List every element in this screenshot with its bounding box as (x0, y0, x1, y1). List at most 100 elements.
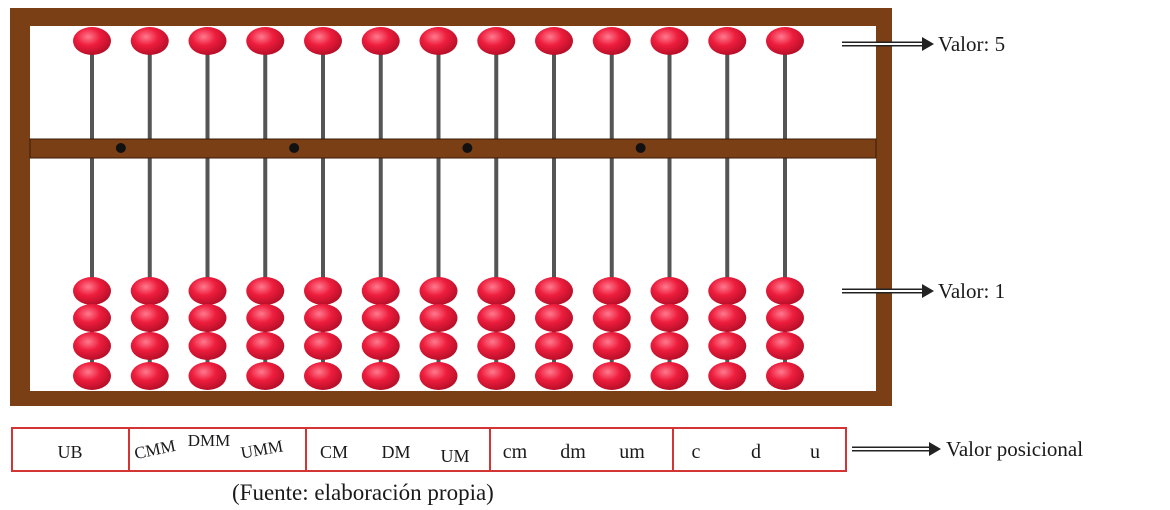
upper-bead (535, 27, 573, 55)
place-dm-upper: DM (381, 442, 410, 462)
lower-bead (592, 304, 631, 332)
lower-bead (650, 277, 689, 305)
lower-bead (361, 332, 400, 360)
lower-bead (477, 304, 516, 332)
abacus-rod (552, 30, 556, 385)
beam-dot (115, 143, 126, 153)
lower-bead (361, 362, 400, 390)
lower-bead (419, 304, 458, 332)
lower-bead (708, 304, 747, 332)
lower-bead (130, 332, 169, 360)
upper-bead (592, 27, 631, 55)
lower-bead (188, 362, 227, 390)
lower-bead (708, 362, 747, 390)
abacus-rod (667, 30, 672, 385)
upper-bead (650, 27, 689, 55)
positional-value-arrow (852, 442, 941, 456)
lower-bead (73, 304, 111, 332)
upper-bead (304, 27, 342, 55)
lower-bead (246, 304, 285, 332)
lower-bead (477, 362, 516, 390)
abacus-beam (29, 138, 877, 159)
lower-bead (188, 277, 227, 305)
upper-value-label: Valor: 5 (938, 32, 1005, 56)
lower-value-label: Valor: 1 (938, 279, 1005, 303)
abacus-rod (321, 30, 325, 385)
lower-bead (188, 332, 227, 360)
beam-dots (115, 143, 646, 153)
beam-dot (462, 143, 473, 153)
lower-bead (419, 332, 458, 360)
place-um-upper: UM (440, 446, 469, 466)
lower-bead (73, 332, 111, 360)
lower-bead (246, 277, 285, 305)
abacus-rod (263, 30, 268, 385)
lower-bead (650, 304, 689, 332)
lower-bead (361, 304, 400, 332)
source-caption: (Fuente: elaboración propia) (232, 480, 494, 505)
lower-bead (535, 304, 573, 332)
lower-value-arrow (842, 284, 934, 298)
lower-bead (246, 362, 285, 390)
lower-bead (304, 304, 342, 332)
lower-bead (73, 277, 111, 305)
lower-bead (130, 362, 169, 390)
lower-bead (304, 277, 342, 305)
place-c: c (692, 441, 701, 463)
place-umm: UMM (239, 436, 284, 462)
upper-bead (708, 27, 747, 55)
lower-bead (708, 277, 747, 305)
lower-beads (73, 277, 804, 390)
lower-bead (477, 277, 516, 305)
upper-bead (477, 27, 516, 55)
lower-bead (304, 332, 342, 360)
place-cm-lower: cm (503, 441, 528, 463)
lower-bead (130, 304, 169, 332)
lower-bead (766, 304, 804, 332)
abacus-rod (436, 30, 441, 385)
upper-bead (766, 27, 804, 55)
lower-bead (304, 362, 342, 390)
beam-dot (289, 143, 300, 153)
upper-value-arrow (842, 37, 934, 51)
positional-value-label: Valor posicional (946, 437, 1083, 461)
lower-bead (766, 277, 804, 305)
place-dm-lower: dm (560, 441, 586, 463)
place-um-lower: um (619, 441, 645, 463)
place-value-table (11, 427, 847, 472)
abacus-rod (147, 30, 152, 385)
place-cm-upper: CM (320, 442, 348, 462)
abacus-rod (725, 30, 730, 385)
abacus-rods (90, 30, 787, 385)
lower-bead (73, 362, 111, 390)
lower-bead (650, 332, 689, 360)
place-ub: UB (57, 442, 82, 462)
lower-bead (535, 362, 573, 390)
abacus-rod (378, 30, 383, 385)
abacus-rod (609, 30, 614, 385)
upper-bead (419, 27, 458, 55)
lower-bead (188, 304, 227, 332)
abacus-rod (783, 30, 787, 385)
beam-dot (635, 143, 646, 153)
place-dmm: DMM (188, 431, 231, 450)
lower-bead (477, 332, 516, 360)
abacus-rod (494, 30, 499, 385)
abacus-rod (90, 30, 94, 385)
upper-beads (73, 27, 804, 55)
lower-bead (592, 332, 631, 360)
place-d: d (751, 441, 761, 463)
lower-bead (650, 362, 689, 390)
lower-bead (766, 332, 804, 360)
upper-bead (246, 27, 285, 55)
lower-bead (535, 332, 573, 360)
lower-bead (361, 277, 400, 305)
lower-bead (708, 332, 747, 360)
lower-bead (766, 362, 804, 390)
lower-bead (535, 277, 573, 305)
place-cmm: CMM (133, 436, 178, 463)
abacus-rod (205, 30, 210, 385)
place-u: u (810, 441, 820, 463)
upper-bead (188, 27, 227, 55)
